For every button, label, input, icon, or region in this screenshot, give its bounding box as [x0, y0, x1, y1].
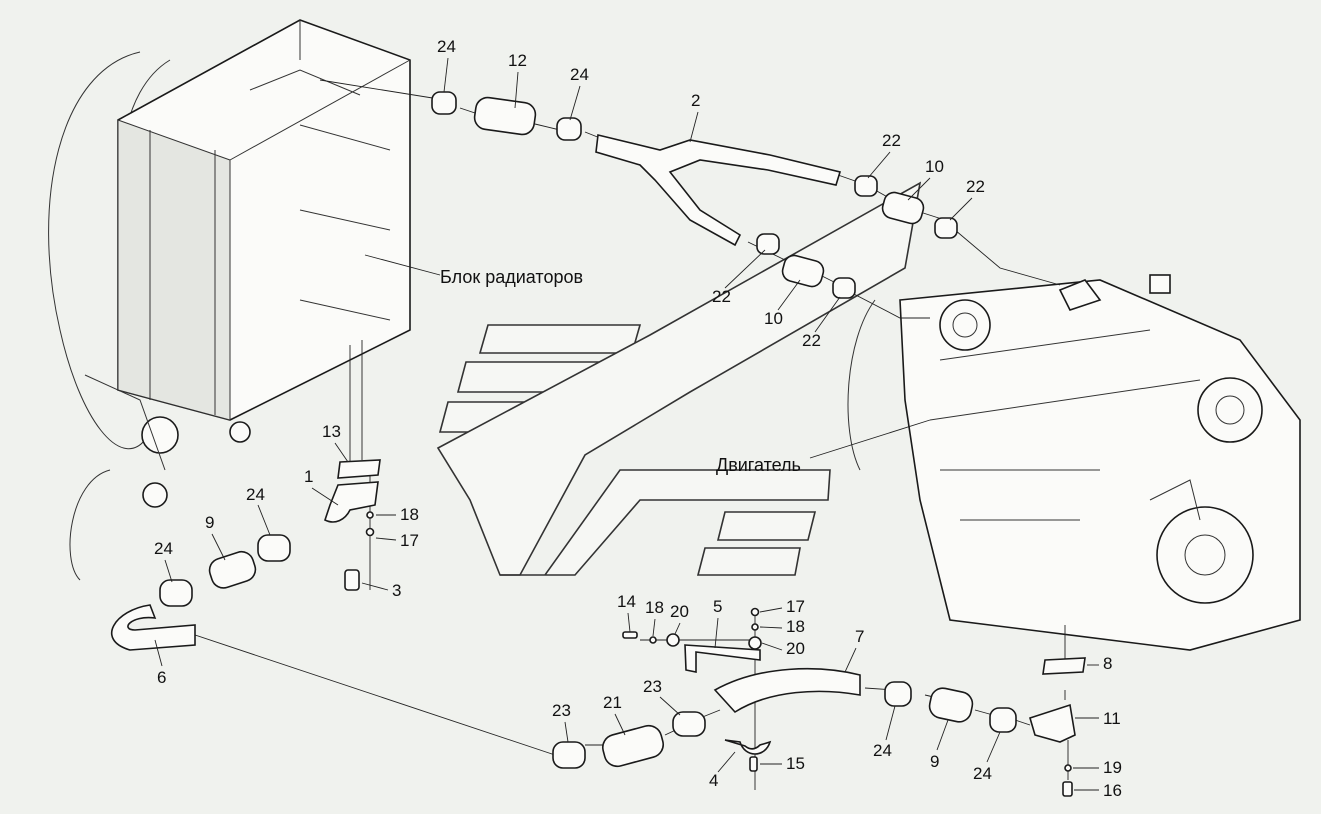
radiator-block	[48, 19, 411, 581]
gasket-13	[337, 459, 381, 479]
clamp-24f	[989, 707, 1017, 733]
clamp-22c	[756, 233, 780, 255]
callout-17: 17	[400, 531, 419, 550]
washer-18a	[366, 511, 374, 519]
clamp-22a	[854, 175, 878, 197]
clamp-24c	[257, 534, 291, 562]
radiator-block-label: Блок радиаторов	[440, 267, 583, 287]
callout-9: 9	[205, 513, 214, 532]
hose-9a	[208, 550, 257, 589]
callout-11: 11	[1103, 709, 1121, 728]
nut-17b	[750, 607, 760, 617]
callout-14: 14	[617, 592, 636, 611]
pipe-2	[595, 134, 842, 247]
callout-21: 21	[603, 693, 622, 712]
callout-13: 13	[322, 422, 341, 441]
callout-18: 18	[786, 617, 805, 636]
clamp-23b	[672, 711, 706, 737]
hose-10b	[781, 254, 825, 288]
washer-18c	[751, 623, 759, 631]
callout-19: 19	[1103, 758, 1122, 777]
callout-20: 20	[786, 639, 805, 658]
clamp-22b	[934, 217, 958, 239]
pipe-6	[110, 604, 196, 651]
washer-18b	[649, 636, 657, 644]
bracket-5	[684, 644, 761, 673]
callout-15: 15	[786, 754, 805, 773]
hose-12	[473, 96, 537, 136]
callout-2: 2	[691, 91, 700, 110]
callout-10: 10	[764, 309, 783, 328]
elbow-1	[324, 481, 379, 523]
washer-20a	[666, 633, 680, 647]
washer-20b	[748, 636, 762, 650]
callout-22: 22	[802, 331, 821, 350]
bolt-15	[749, 756, 758, 772]
elbow-11	[1029, 703, 1076, 743]
callout-16: 16	[1103, 781, 1122, 800]
watermark-logo	[436, 181, 922, 576]
callout-24: 24	[437, 37, 456, 56]
callout-23: 23	[552, 701, 571, 720]
engine-label: Двигатель	[716, 455, 801, 475]
callout-18: 18	[645, 598, 664, 617]
engine	[847, 274, 1301, 651]
pipe-7	[713, 667, 861, 714]
callout-8: 8	[1103, 654, 1112, 673]
clamp-24e	[884, 681, 912, 707]
nut-17a	[365, 527, 375, 537]
clamp-24-top-left	[431, 91, 457, 115]
callout-9: 9	[930, 752, 939, 771]
hose-21	[602, 724, 664, 768]
clamp-24d	[159, 579, 193, 607]
clamp-4	[724, 739, 772, 755]
washer-19	[1064, 764, 1072, 772]
callout-18: 18	[400, 505, 419, 524]
bolt-16	[1062, 781, 1073, 797]
callout-22: 22	[966, 177, 985, 196]
callout-24: 24	[246, 485, 265, 504]
callout-24: 24	[973, 764, 992, 783]
clamp-24-top-right	[556, 117, 582, 141]
callout-22: 22	[882, 131, 901, 150]
hose-10a	[881, 191, 925, 225]
clamp-23a	[552, 741, 586, 769]
callout-23: 23	[643, 677, 662, 696]
callout-22: 22	[712, 287, 731, 306]
callout-labels: 24 12 24 2 22 10 22 22 10 22 13 1 18 17 …	[154, 37, 1122, 800]
bolt-14	[622, 631, 638, 639]
callout-10: 10	[925, 157, 944, 176]
callout-24: 24	[570, 65, 589, 84]
parts	[110, 91, 1086, 797]
callout-1: 1	[304, 467, 313, 486]
hose-9b	[928, 687, 974, 723]
callout-6: 6	[157, 668, 166, 687]
callout-12: 12	[508, 51, 527, 70]
callout-24: 24	[873, 741, 892, 760]
fitting-3	[344, 569, 360, 591]
callout-17: 17	[786, 597, 805, 616]
callout-4: 4	[709, 771, 718, 790]
callout-7: 7	[855, 627, 864, 646]
callout-5: 5	[713, 597, 722, 616]
callout-24: 24	[154, 539, 173, 558]
gasket-8	[1042, 657, 1086, 675]
callout-20: 20	[670, 602, 689, 621]
callout-3: 3	[392, 581, 401, 600]
clamp-22d	[832, 277, 856, 299]
